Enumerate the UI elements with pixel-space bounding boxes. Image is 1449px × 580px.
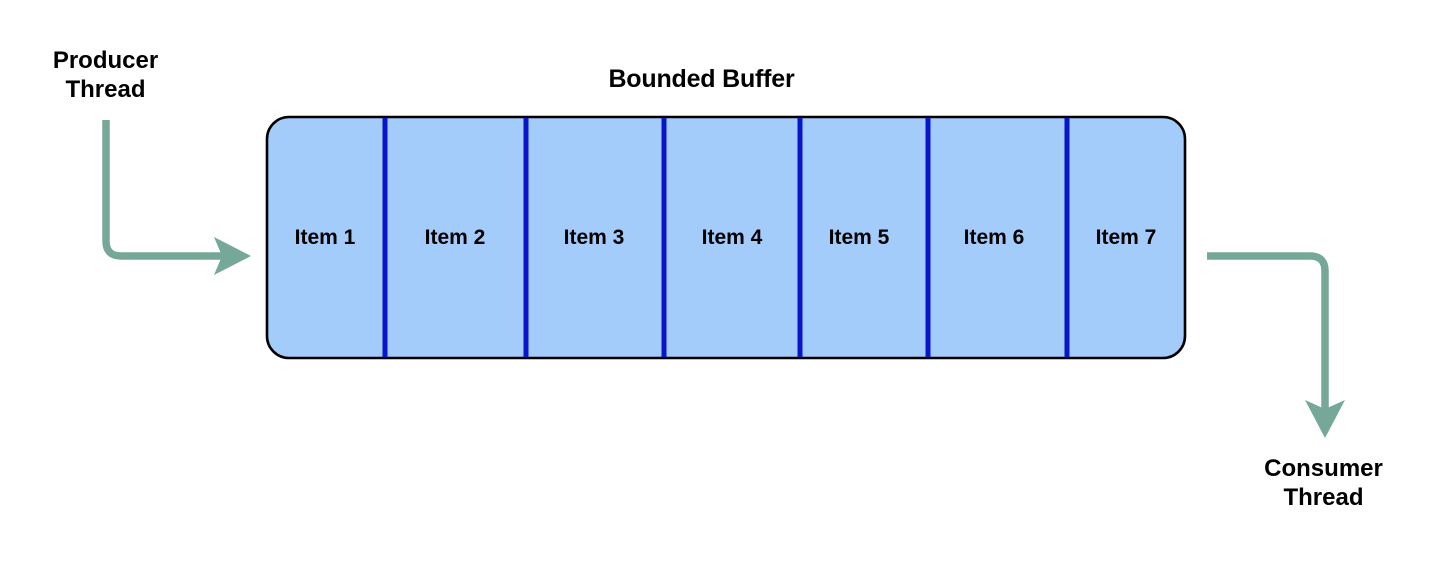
- consumer-arrow: [1207, 252, 1345, 438]
- buffer-divider-group: [382, 118, 1070, 357]
- consumer-label-line-1: Consumer: [1264, 455, 1383, 482]
- buffer-slot-label: Item 4: [701, 226, 763, 249]
- buffer-slot-label: Item 2: [424, 226, 486, 249]
- producer-label-line-2: Thread: [65, 76, 146, 104]
- producer-arrow: [102, 120, 251, 275]
- consumer-arrowhead-icon: [1305, 400, 1345, 438]
- consumer-arrow-line: [1207, 252, 1329, 416]
- buffer-slot-label: Item 5: [828, 226, 890, 249]
- consumer-label-line-2: Thread: [1283, 484, 1364, 512]
- buffer-title: Bounded Buffer: [608, 65, 795, 93]
- producer-arrow-line: [102, 120, 230, 260]
- producer-label-line-1: Producer: [52, 47, 159, 74]
- producer-thread-label: Producer Thread: [0, 46, 211, 105]
- buffer-slot-label: Item 6: [963, 226, 1025, 249]
- bounded-buffer-rect: [265, 115, 1187, 360]
- buffer-slot-label: Item 3: [563, 226, 625, 249]
- buffer-slot-label: Item 7: [1095, 226, 1157, 249]
- consumer-thread-label: Consumer Thread: [1218, 454, 1429, 513]
- producer-arrowhead-icon: [214, 237, 251, 275]
- buffer-slot-label: Item 1: [294, 226, 356, 249]
